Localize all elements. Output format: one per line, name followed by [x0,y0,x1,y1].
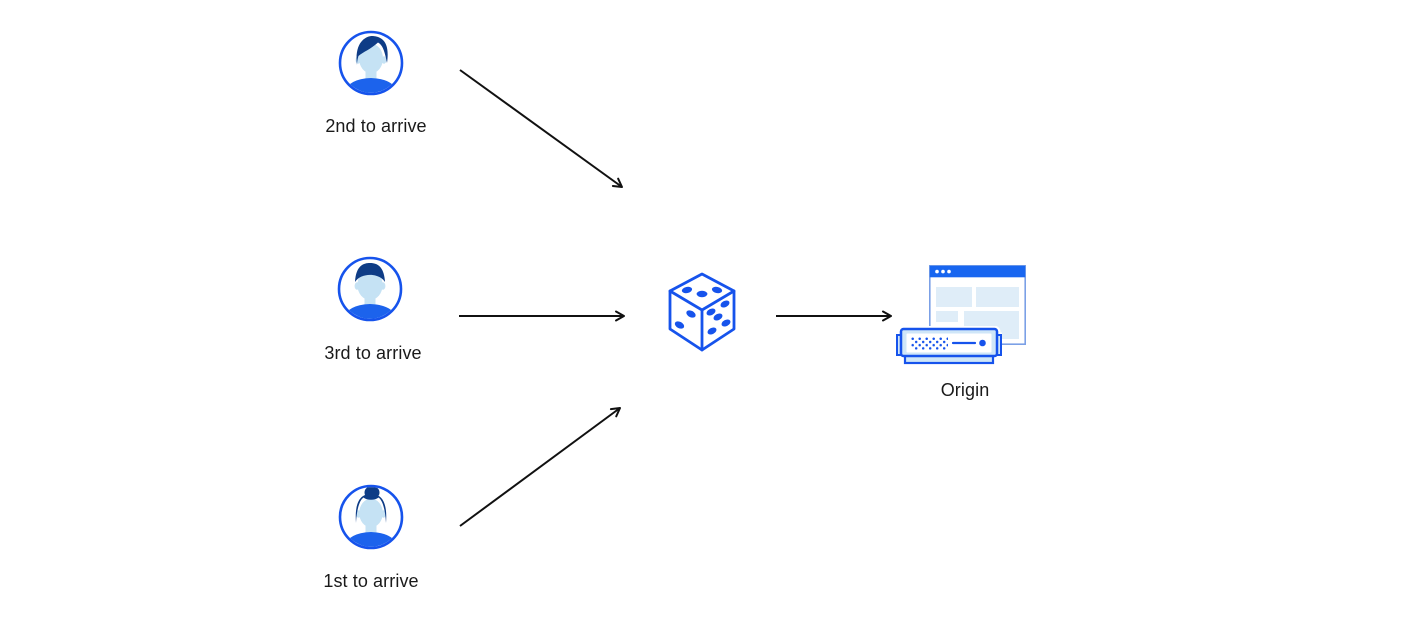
arrow-user2nd-to-dice [459,69,623,188]
dice-icon [668,272,736,352]
user-2nd-label: 2nd to arrive [325,116,427,136]
user-1st-label: 1st to arrive [323,571,419,591]
man-swept-hair-avatar [338,30,404,96]
origin-server-icon [896,326,1002,366]
user-3rd-label: 3rd to arrive [324,343,422,363]
woman-bun-avatar [338,484,404,550]
man-short-hair-avatar [337,256,403,322]
origin-label: Origin [940,380,990,400]
server-vent-dots [911,337,948,350]
arrow-user1st-to-dice [459,407,621,527]
server-power-led [979,339,986,347]
